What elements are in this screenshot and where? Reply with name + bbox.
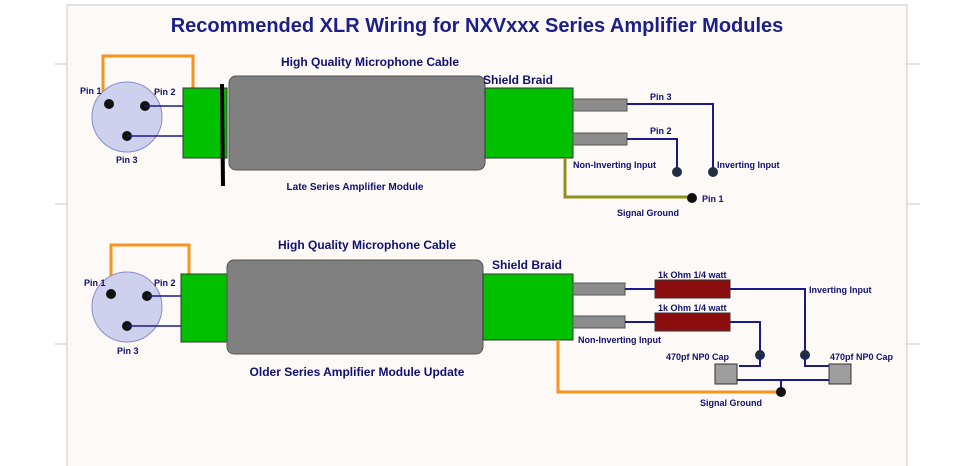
top-xlr-pin1: [104, 99, 114, 109]
bottom-cable-boot: [180, 273, 228, 343]
top-pin3-label: Pin 3: [116, 155, 138, 165]
top-clamp-line: [220, 83, 225, 187]
top-pin2-label: Pin 2: [154, 87, 176, 97]
top-ground-wire: [563, 158, 691, 199]
bottom-resistor-1: [654, 279, 731, 299]
bottom-ground-wire: [556, 340, 781, 394]
bottom-noninverting-label: Non-Inverting Input: [578, 335, 661, 345]
top-cable-label: High Quality Microphone Cable: [281, 55, 459, 69]
bottom-pin2-label: Pin 2: [154, 278, 176, 288]
bottom-inverting-label: Inverting Input: [809, 285, 872, 295]
sheet-border: [66, 4, 908, 466]
top-shield-braid: [484, 87, 574, 159]
bottom-res2-label: 1k Ohm 1/4 watt: [658, 303, 727, 313]
top-noninverting-label: Non-Inverting Input: [573, 160, 656, 170]
top-ground-label: Signal Ground: [617, 208, 679, 218]
bottom-cap2-label: 470pf NP0 Cap: [830, 352, 894, 362]
top-xlr-connector: [91, 81, 163, 153]
bottom-cap-1: [714, 363, 738, 385]
bottom-wire-noninverting: [730, 321, 761, 355]
top-module-label: Late Series Amplifier Module: [287, 182, 424, 193]
top-inverting-label: Inverting Input: [717, 160, 780, 170]
top-cable-boot: [182, 87, 228, 159]
bottom-wire-inverting: [730, 288, 806, 355]
bottom-cable-body: [226, 259, 484, 355]
bottom-pin1-jumper: [109, 243, 191, 295]
bottom-pin3-label: Pin 3: [117, 346, 139, 356]
bottom-resistor-2: [654, 312, 731, 332]
margin-ticks: [55, 63, 920, 345]
bottom-conductor-pin2: [572, 315, 626, 329]
top-node-noninverting: [672, 167, 682, 177]
bottom-shield-label: Shield Braid: [492, 258, 562, 272]
bottom-cap1-label: 470pf NP0 Cap: [666, 352, 730, 362]
top-cable-body: [228, 75, 486, 171]
top-wiring: High Quality Microphone Cable Shield Bra…: [80, 54, 780, 218]
bottom-shield-braid: [482, 273, 574, 341]
top-shield-label: Shield Braid: [483, 73, 553, 87]
bottom-wiring: High Quality Microphone Cable Shield Bra…: [84, 238, 894, 408]
bottom-cap-2: [828, 363, 852, 385]
bottom-res1-label: 1k Ohm 1/4 watt: [658, 270, 727, 280]
top-conductor-pin3: [572, 98, 628, 112]
top-pin1-jumper: [101, 54, 195, 97]
bottom-cable-label: High Quality Microphone Cable: [278, 238, 456, 252]
wiring-diagram-sheet: Recommended XLR Wiring for NXVxxx Series…: [55, 0, 920, 466]
bottom-pin1-label: Pin 1: [84, 278, 106, 288]
bottom-ground-label: Signal Ground: [700, 398, 762, 408]
top-wire-inverting: [627, 103, 714, 172]
top-node-pin1: [687, 193, 697, 203]
diagram-title: Recommended XLR Wiring for NXVxxx Series…: [171, 15, 784, 37]
top-pin1-label: Pin 1: [80, 86, 102, 96]
bottom-conductor-pin3: [572, 282, 626, 296]
bottom-xlr-pin1: [106, 289, 116, 299]
top-out-pin2-label: Pin 2: [650, 126, 672, 136]
top-out-pin3-label: Pin 3: [650, 92, 672, 102]
top-conductor-pin2: [572, 132, 628, 146]
top-pin1-out-label: Pin 1: [702, 194, 724, 204]
bottom-module-label: Older Series Amplifier Module Update: [250, 365, 465, 379]
top-wire-noninverting: [627, 138, 678, 172]
bottom-node-ground: [776, 387, 786, 397]
top-node-inverting: [708, 167, 718, 177]
